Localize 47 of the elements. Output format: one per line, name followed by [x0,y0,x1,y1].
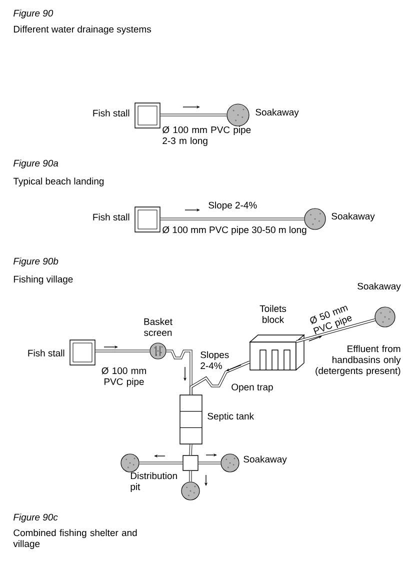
node-caption: Basket screen [144,318,172,336]
septic-tank [180,394,202,444]
edge-label: Ø 50 mm PVC pipe [310,306,352,334]
soakaway-circle [220,454,240,472]
note: Slope 2-4% [208,202,257,210]
node-caption: Soakaway [332,212,375,222]
pipe [160,218,304,220]
note: Slopes 2-4% [200,351,229,370]
node-caption: Septic tank [208,412,254,422]
note: Effluent from handbasins only (detergents present) [316,345,401,376]
pipe [189,444,192,456]
fish-stall-box [134,206,160,232]
note: Typical beach landing [13,178,104,186]
figure-number: Figure 90b [14,258,58,266]
note: Distribution pit [130,472,177,492]
figure-number: Figure 90c [14,514,58,522]
fish-stall-box [70,340,96,366]
figure-number: Figure 90 [14,10,54,18]
note: Different water drainage systems [14,26,151,34]
figure-number: Figure 90a [14,160,58,168]
edge-label: Ø 100 mm PVC pipe 30-50 m long [162,226,306,236]
pipe [189,470,192,482]
pipe [95,350,150,352]
note: Combined fishing shelter and village [13,529,137,549]
note: Open trap [232,384,273,392]
soakaway-circle [181,482,200,500]
node-caption: Fish stall [93,214,130,220]
node-caption: Soakaway [358,282,401,292]
note: Fishing village [14,276,73,284]
soakaway-circle [226,104,250,126]
fish-stall-box [134,102,160,128]
distribution-pit [182,455,198,471]
pipe [160,114,227,116]
soakaway-circle [374,306,396,328]
basket-screen [150,342,166,360]
pipe [190,360,250,395]
edge-label: Ø 100 mm PVC pipe 2-3 m long [162,126,251,146]
pipe [296,318,376,343]
edge-label: Ø 100 mm PVC pipe [102,367,146,387]
node-caption: Fish stall [28,350,64,356]
node-caption: Soakaway [244,456,287,464]
node-caption: Toilets block [260,305,286,323]
pipe [139,462,183,464]
soakaway-circle [120,454,140,472]
node-caption: Soakaway [256,108,299,118]
node-caption: Fish stall [93,110,130,116]
pipe [198,462,221,464]
